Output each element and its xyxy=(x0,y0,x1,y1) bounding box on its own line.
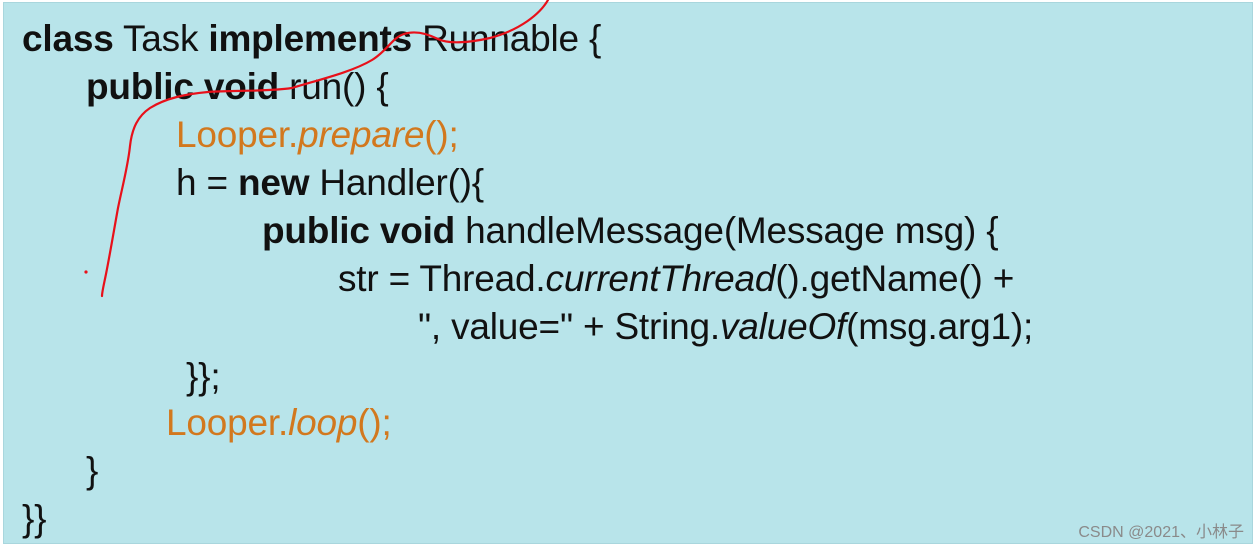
code-line-1: class Task implements Runnable { xyxy=(22,17,601,61)
handler-assign: h = xyxy=(176,162,238,203)
keyword-implements: implements xyxy=(208,18,412,59)
code-line-7: ", value=" + String.valueOf(msg.arg1); xyxy=(418,305,1033,349)
looper-object: Looper. xyxy=(176,114,299,155)
code-slide: class Task implements Runnable { public … xyxy=(3,2,1253,544)
code-line-8: }}; xyxy=(186,356,221,397)
run-signature: run() { xyxy=(279,66,389,107)
class-name: Task xyxy=(113,18,209,59)
value-of-method: valueOf xyxy=(720,306,847,347)
keyword-new: new xyxy=(237,162,310,203)
code-line-3: Looper.prepare(); xyxy=(176,113,459,157)
keyword-class: class xyxy=(22,18,114,59)
get-name-call: ().getName() + xyxy=(775,258,1015,299)
value-string: ", value=" + String. xyxy=(418,306,720,347)
code-line-10: } xyxy=(86,450,99,491)
loop-method: loop xyxy=(288,402,358,443)
handler-ctor: Handler(){ xyxy=(309,162,484,203)
prepare-method: prepare xyxy=(298,114,425,155)
looper-object: Looper. xyxy=(166,402,289,443)
code-line-11: }} xyxy=(22,498,47,539)
handle-message-signature: handleMessage(Message msg) { xyxy=(455,210,999,251)
value-of-args: (msg.arg1); xyxy=(846,306,1034,347)
keyword-public-void: public void xyxy=(262,210,456,251)
keyword-public-void: public void xyxy=(86,66,280,107)
code-line-9: Looper.loop(); xyxy=(166,401,392,445)
current-thread-method: currentThread xyxy=(545,258,776,299)
code-line-2: public void run() { xyxy=(86,65,389,109)
loop-call-tail: (); xyxy=(357,402,392,443)
code-line-5: public void handleMessage(Message msg) { xyxy=(262,209,999,253)
code-line-4: h = new Handler(){ xyxy=(176,161,484,205)
interface-name: Runnable { xyxy=(412,18,602,59)
watermark: CSDN @2021、小林子 xyxy=(1078,524,1244,541)
code-line-6: str = Thread.currentThread().getName() + xyxy=(338,257,1014,301)
str-assign: str = Thread. xyxy=(338,258,546,299)
prepare-call-tail: (); xyxy=(424,114,459,155)
code-block: class Task implements Runnable { public … xyxy=(4,3,1252,543)
